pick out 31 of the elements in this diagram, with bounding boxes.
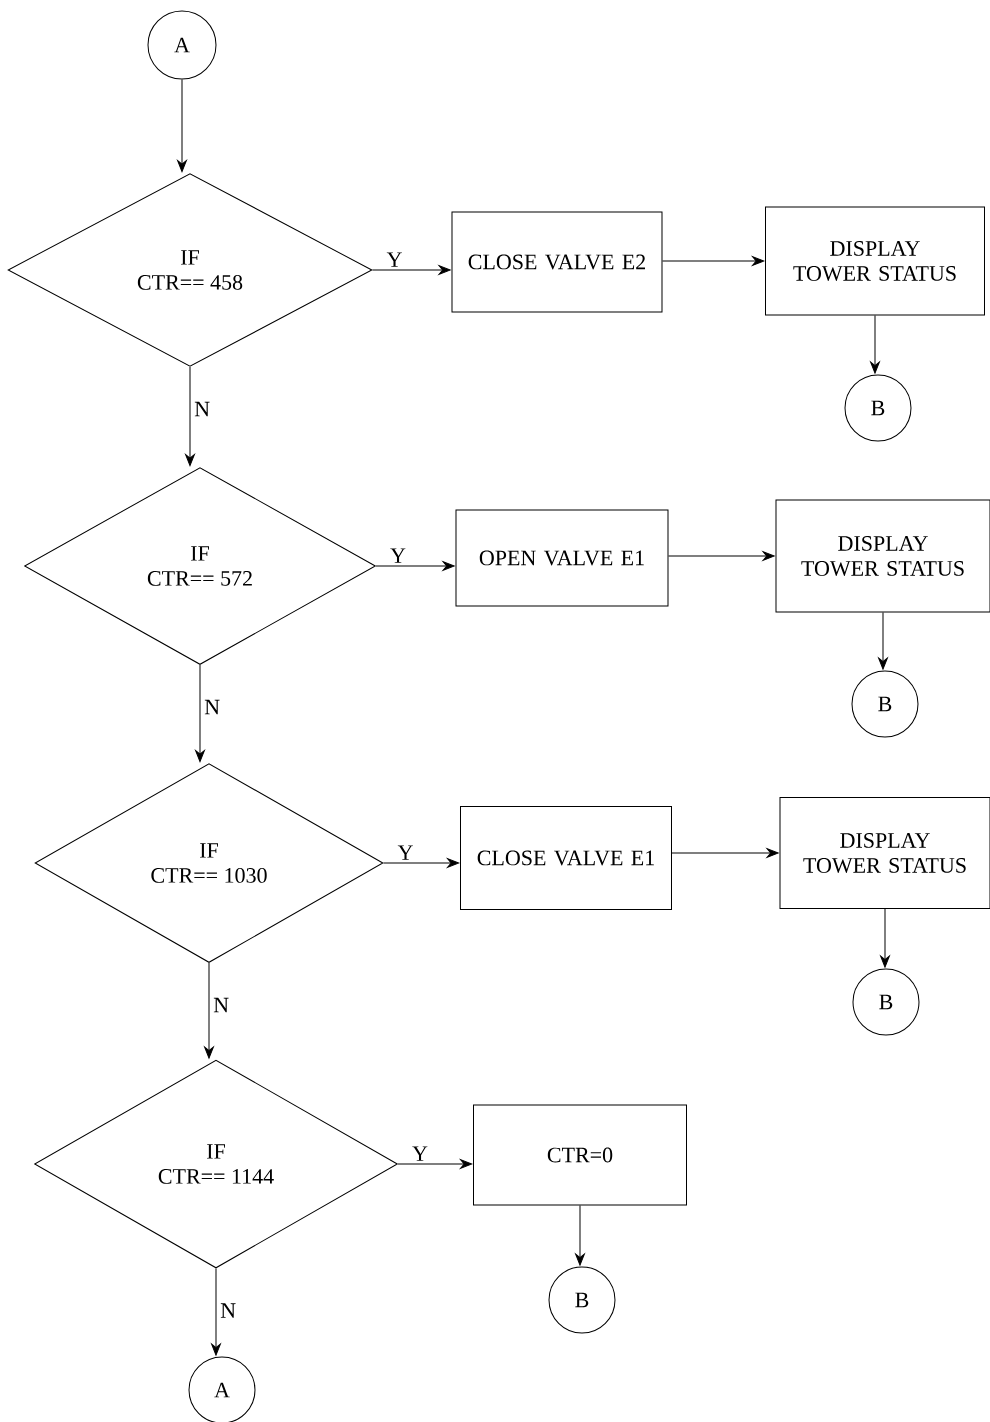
edge-label: N <box>213 997 229 1013</box>
arrow <box>668 551 775 561</box>
arrow <box>195 664 205 763</box>
arrow <box>185 366 195 467</box>
edge-label: N <box>204 699 220 715</box>
arrow <box>372 265 451 275</box>
arrow <box>870 315 880 374</box>
arrow <box>204 962 214 1059</box>
edge-label: N <box>194 401 210 417</box>
process-box: CLOSE VALVE E2 <box>451 211 663 313</box>
arrow <box>375 561 455 571</box>
arrow <box>383 858 460 868</box>
edge-label: Y <box>390 548 406 563</box>
arrow <box>671 848 779 858</box>
process-box: DISPLAY TOWER STATUS <box>779 797 990 909</box>
process-box: OPEN VALVE E1 <box>455 509 669 607</box>
edge-label: Y <box>412 1146 428 1161</box>
arrow <box>177 79 187 173</box>
edge-label: N <box>220 1303 236 1318</box>
process-box: DISPLAY TOWER STATUS <box>765 206 985 316</box>
arrow <box>662 256 765 266</box>
process-box: DISPLAY TOWER STATUS <box>775 499 990 613</box>
edge-label: Y <box>397 845 413 860</box>
arrow <box>575 1205 585 1266</box>
arrow <box>211 1268 221 1356</box>
arrow <box>880 908 890 968</box>
arrow <box>878 612 888 670</box>
process-box: CLOSE VALVE E1 <box>460 806 672 910</box>
arrow <box>397 1159 473 1169</box>
process-box: CTR=0 <box>473 1104 687 1206</box>
edge-label: Y <box>386 252 402 267</box>
